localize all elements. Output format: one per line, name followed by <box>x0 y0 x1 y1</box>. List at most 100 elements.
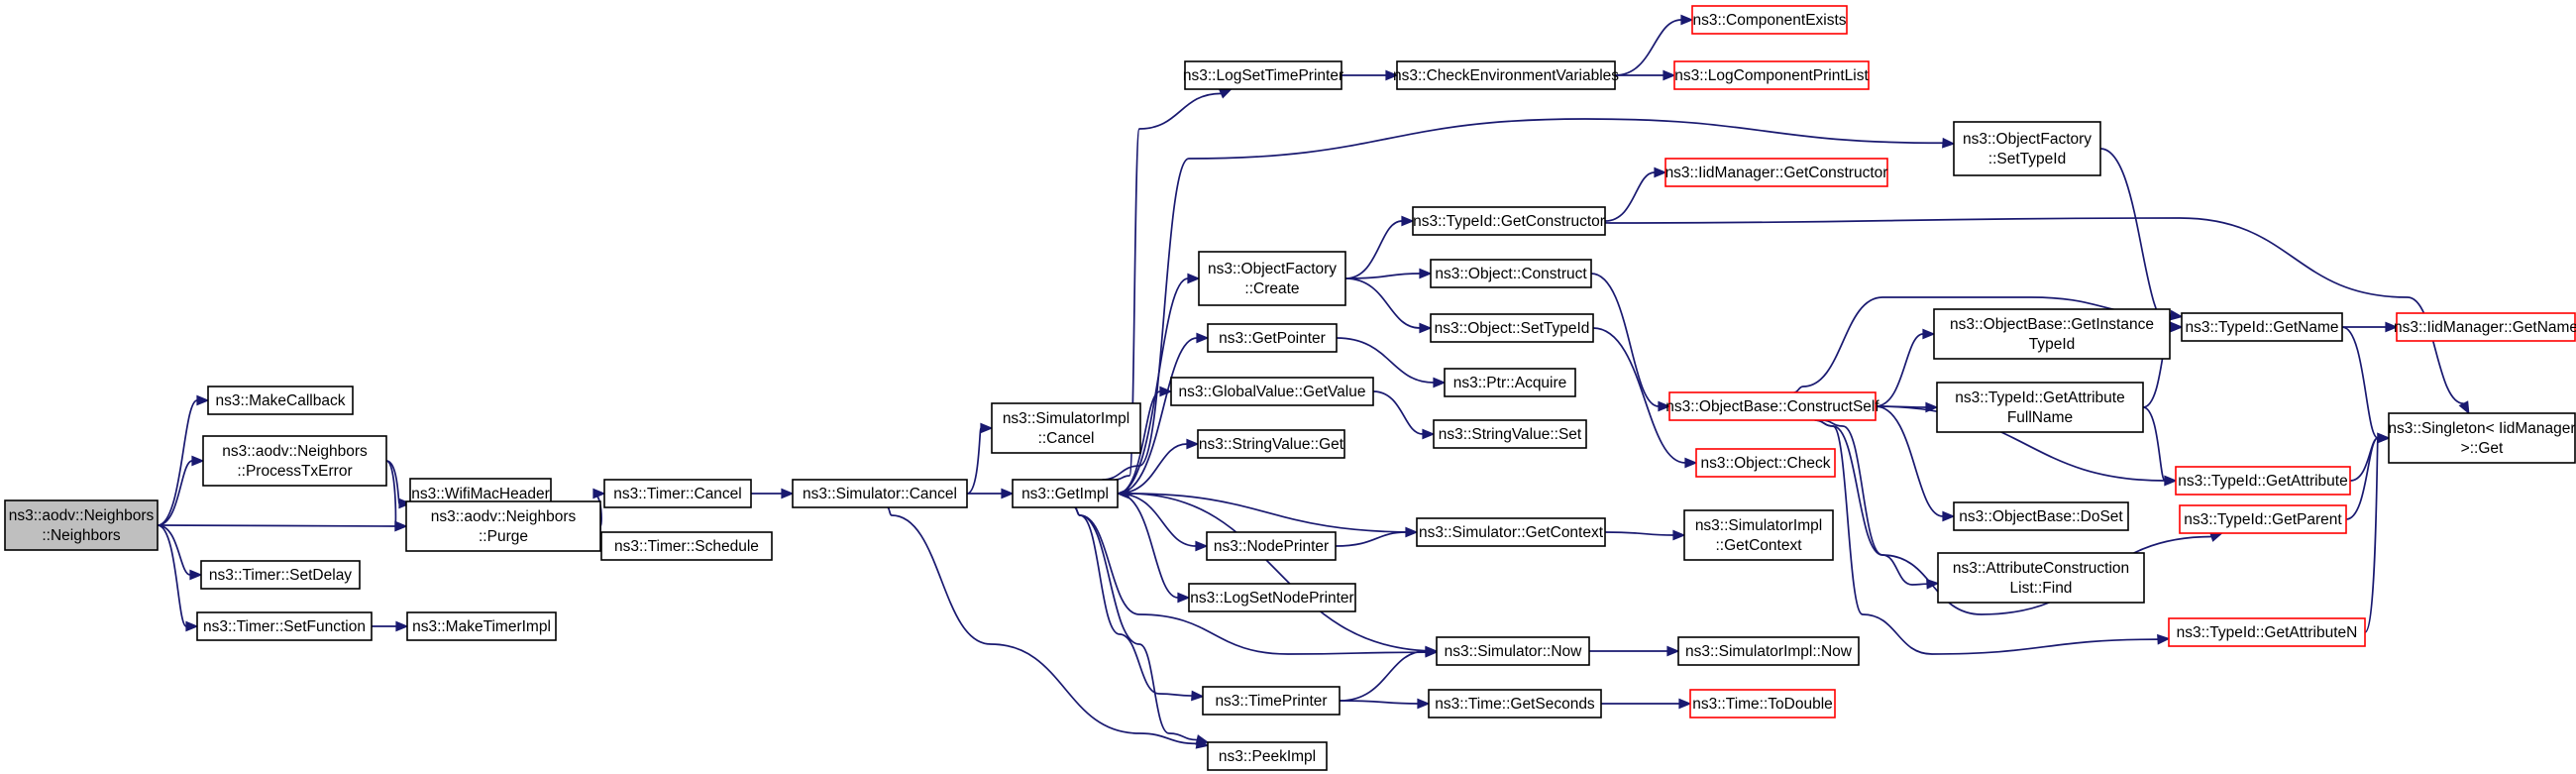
node-getpointer[interactable]: ns3::GetPointer <box>1207 323 1338 353</box>
node-box[interactable] <box>600 531 773 561</box>
node-objectconstruct[interactable]: ns3::Object::Construct <box>1430 259 1592 288</box>
node-box[interactable] <box>2175 466 2351 496</box>
node-setfunction[interactable]: ns3::Timer::SetFunction <box>196 611 373 641</box>
node-singletonget[interactable]: ns3::Singleton< IidManager >::Get <box>2388 412 2576 464</box>
node-box[interactable] <box>1170 377 1374 406</box>
node-box[interactable] <box>1188 583 1356 612</box>
node-box[interactable] <box>4 499 159 551</box>
node-purge[interactable]: ns3::aodv::Neighbors::Purge <box>405 500 601 552</box>
node-box[interactable] <box>1691 5 1848 35</box>
node-box[interactable] <box>1197 429 1345 459</box>
node-checkenv[interactable]: ns3::CheckEnvironmentVariables <box>1393 60 1619 90</box>
node-box[interactable] <box>2168 617 2366 647</box>
node-box[interactable] <box>196 611 373 641</box>
node-typeidgetname[interactable]: ns3::TypeId::GetName <box>2181 312 2343 342</box>
node-box[interactable] <box>1937 552 2145 604</box>
node-nodeprinter[interactable]: ns3::NodePrinter <box>1206 531 1337 561</box>
edge-typeidgetparent-to-singletonget <box>2345 432 2391 520</box>
node-box[interactable] <box>1953 501 2129 531</box>
node-stringvalueset[interactable]: ns3::StringValue::Set <box>1433 419 1587 449</box>
node-objectcheck[interactable]: ns3::Object::Check <box>1695 448 1836 478</box>
node-processtxerror[interactable]: ns3::aodv::Neighbors::ProcessTxError <box>202 435 387 487</box>
node-logcomponentprintlist[interactable]: ns3::LogComponentPrintList <box>1673 60 1870 90</box>
node-box[interactable] <box>1198 251 1346 306</box>
node-peekimpl[interactable]: ns3::PeekImpl <box>1207 741 1328 771</box>
node-box[interactable] <box>406 611 557 641</box>
node-simimplgetcontext[interactable]: ns3::SimulatorImpl::GetContext <box>1683 509 1834 561</box>
node-timegetseconds[interactable]: ns3::Time::GetSeconds <box>1428 689 1602 719</box>
node-box[interactable] <box>202 435 387 487</box>
node-doset[interactable]: ns3::ObjectBase::DoSet <box>1953 501 2129 531</box>
node-box[interactable] <box>1207 741 1328 771</box>
node-box[interactable] <box>1412 206 1606 236</box>
node-box[interactable] <box>1430 259 1592 288</box>
node-box[interactable] <box>1695 448 1836 478</box>
node-objfactorycreate[interactable]: ns3::ObjectFactory::Create <box>1198 251 1346 306</box>
node-simimplcancel[interactable]: ns3::SimulatorImpl::Cancel <box>991 402 1141 454</box>
node-box[interactable] <box>1012 479 1119 508</box>
node-timerschedule[interactable]: ns3::Timer::Schedule <box>600 531 773 561</box>
node-box[interactable] <box>1444 368 1576 397</box>
node-box[interactable] <box>1433 419 1587 449</box>
node-constructself[interactable]: ns3::ObjectBase::ConstructSelf <box>1665 391 1879 421</box>
node-box[interactable] <box>1206 531 1337 561</box>
node-simcancel[interactable]: ns3::Simulator::Cancel <box>792 479 968 508</box>
node-root[interactable]: ns3::aodv::Neighbors::Neighbors <box>4 499 159 551</box>
node-box[interactable] <box>1202 686 1341 716</box>
node-getimpl[interactable]: ns3::GetImpl <box>1012 479 1119 508</box>
node-objfactorysettypeid[interactable]: ns3::ObjectFactory::SetTypeId <box>1953 121 2101 176</box>
node-box[interactable] <box>1683 509 1834 561</box>
node-box[interactable] <box>1933 308 2171 360</box>
node-globalvalueget[interactable]: ns3::GlobalValue::GetValue <box>1170 377 1374 406</box>
node-box[interactable] <box>405 500 601 552</box>
node-box[interactable] <box>1396 60 1616 90</box>
node-box[interactable] <box>2388 412 2576 464</box>
node-box[interactable] <box>1953 121 2101 176</box>
node-typeidgetattribute[interactable]: ns3::TypeId::GetAttribute <box>2175 466 2351 496</box>
node-simimplnow[interactable]: ns3::SimulatorImpl::Now <box>1677 636 1860 666</box>
node-box[interactable] <box>1184 60 1342 90</box>
node-simnow[interactable]: ns3::Simulator::Now <box>1436 636 1590 666</box>
node-timeprinter[interactable]: ns3::TimePrinter <box>1202 686 1341 716</box>
node-makecallback[interactable]: ns3::MakeCallback <box>207 386 354 415</box>
node-box[interactable] <box>991 402 1141 454</box>
node-objectsettypeid[interactable]: ns3::Object::SetTypeId <box>1430 313 1594 343</box>
node-ptracquire[interactable]: ns3::Ptr::Acquire <box>1444 368 1576 397</box>
node-box[interactable] <box>2181 312 2343 342</box>
node-timercancel[interactable]: ns3::Timer::Cancel <box>603 479 752 508</box>
node-box[interactable] <box>1677 636 1860 666</box>
node-box[interactable] <box>1664 158 1888 187</box>
node-stringvalueget[interactable]: ns3::StringValue::Get <box>1197 429 1345 459</box>
node-typeidgetparent[interactable]: ns3::TypeId::GetParent <box>2179 504 2347 534</box>
node-typeidgetconstructor[interactable]: ns3::TypeId::GetConstructor <box>1412 206 1606 236</box>
node-box[interactable] <box>2396 312 2576 342</box>
node-typeidgetattributen[interactable]: ns3::TypeId::GetAttributeN <box>2168 617 2366 647</box>
node-simgetcontext[interactable]: ns3::Simulator::GetContext <box>1416 517 1606 547</box>
node-box[interactable] <box>1416 517 1606 547</box>
node-box[interactable] <box>1673 60 1870 90</box>
node-label: ns3::Timer::SetFunction <box>203 618 366 635</box>
node-box[interactable] <box>1668 391 1877 421</box>
node-box[interactable] <box>207 386 354 415</box>
node-componentexists[interactable]: ns3::ComponentExists <box>1691 5 1848 35</box>
node-box[interactable] <box>2179 504 2347 534</box>
node-setdelay[interactable]: ns3::Timer::SetDelay <box>200 560 361 590</box>
node-logsetnodeprinter[interactable]: ns3::LogSetNodePrinter <box>1188 583 1356 612</box>
node-box[interactable] <box>1936 382 2144 433</box>
node-box[interactable] <box>1430 313 1594 343</box>
node-box[interactable] <box>200 560 361 590</box>
node-iidmgrgetname[interactable]: ns3::IidManager::GetName <box>2394 312 2576 342</box>
node-box[interactable] <box>603 479 752 508</box>
node-box[interactable] <box>1428 689 1602 719</box>
node-box[interactable] <box>1689 689 1836 719</box>
node-iidmgrgetconstructor[interactable]: ns3::IidManager::GetConstructor <box>1664 158 1888 187</box>
node-box[interactable] <box>1436 636 1590 666</box>
node-logsettimeprinter[interactable]: ns3::LogSetTimePrinter <box>1183 60 1343 90</box>
node-box[interactable] <box>1207 323 1338 353</box>
node-maketimerimpl[interactable]: ns3::MakeTimerImpl <box>406 611 557 641</box>
node-timetodouble[interactable]: ns3::Time::ToDouble <box>1689 689 1836 719</box>
node-box[interactable] <box>792 479 968 508</box>
